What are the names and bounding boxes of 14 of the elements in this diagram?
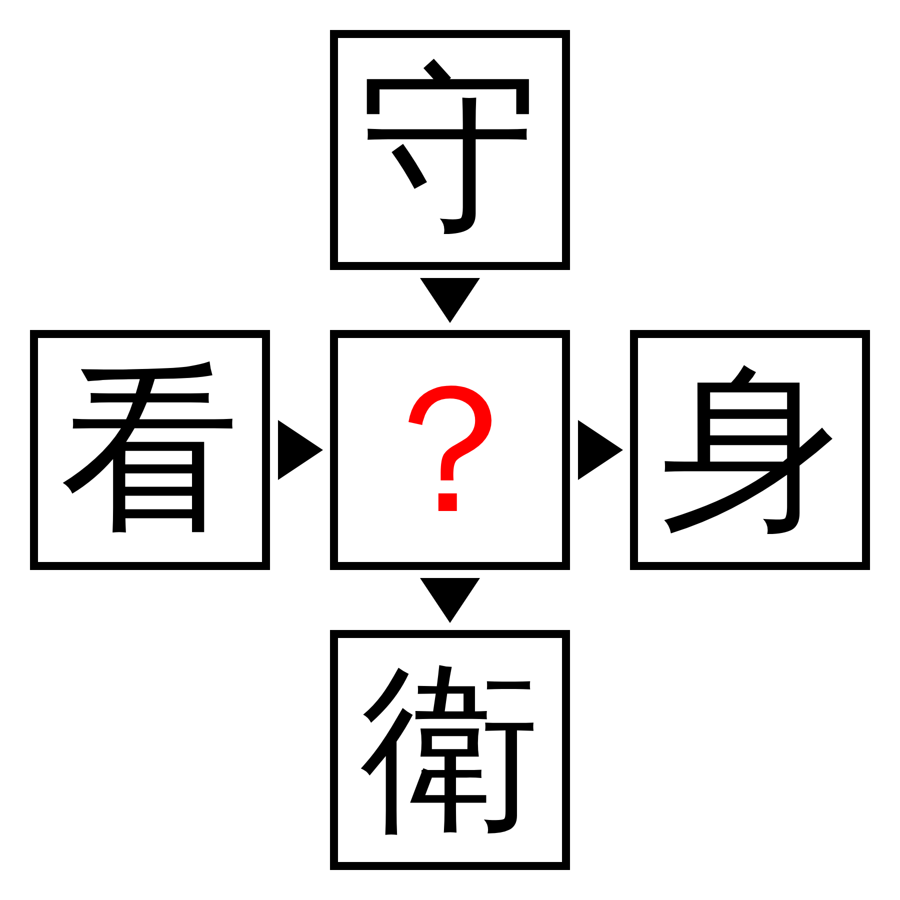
arrow [420, 578, 480, 623]
character: 身 [660, 360, 840, 540]
character-box [330, 630, 570, 870]
character-box [330, 30, 570, 270]
character: 衛 [360, 660, 540, 840]
character-box [30, 330, 270, 570]
character: ？ [360, 360, 540, 540]
character-box [330, 330, 570, 570]
arrow [420, 278, 480, 323]
arrow [578, 420, 623, 480]
character: 看 [60, 360, 240, 540]
arrow [278, 420, 323, 480]
character: 守 [360, 60, 540, 240]
character-box [630, 330, 870, 570]
